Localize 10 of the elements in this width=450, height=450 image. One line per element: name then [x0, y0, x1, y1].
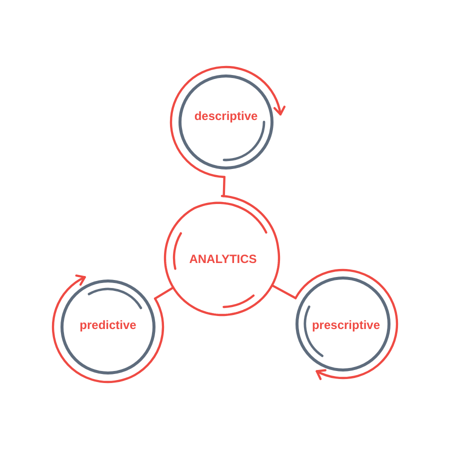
node-label: descriptive — [194, 110, 258, 122]
connector-line — [270, 284, 297, 300]
cycle-arrow — [170, 66, 286, 178]
node-label: ANALYTICS — [189, 253, 257, 265]
connector-line — [222, 176, 226, 198]
connector-line — [154, 286, 174, 300]
node-label: prescriptive — [312, 319, 380, 331]
cycle-arrow — [52, 274, 164, 384]
cycle-arrow — [294, 268, 398, 380]
node-label: predictive — [80, 319, 136, 331]
